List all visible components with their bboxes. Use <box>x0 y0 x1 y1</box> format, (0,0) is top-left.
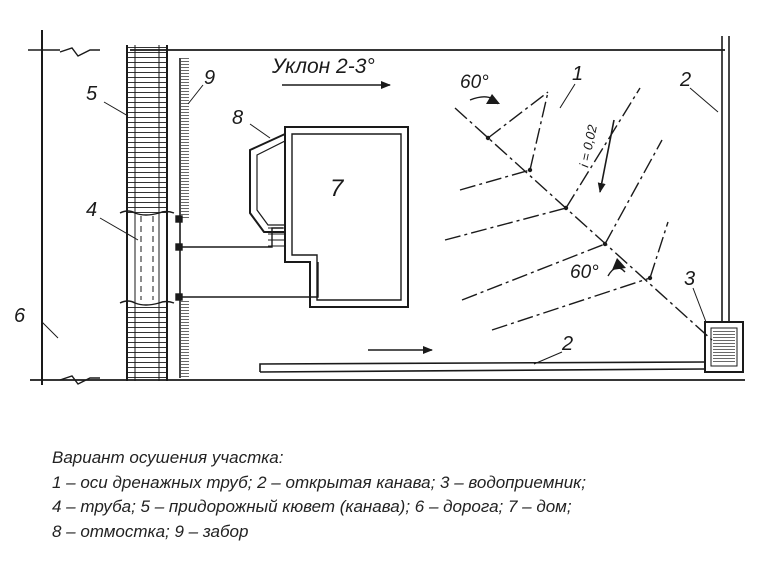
callout-road: 6 <box>14 305 26 327</box>
angle-bottom-label: 60° <box>570 262 599 283</box>
callout-pipe: 4 <box>86 199 97 221</box>
house-label: 7 <box>330 175 345 202</box>
gradient-arrow <box>597 119 615 193</box>
caption-line-1: 1 – оси дренажных труб; 2 – открытая кан… <box>52 472 586 492</box>
angle-top-label: 60° <box>460 72 489 93</box>
angle-marks <box>469 94 626 277</box>
water-receiver <box>704 321 744 373</box>
callout-roadside-ditch: 5 <box>86 83 98 105</box>
callout-ditch-bottom: 2 <box>561 333 573 355</box>
house <box>249 126 409 308</box>
caption-title: Вариант осушения участка: <box>52 448 284 467</box>
callout-ditch-right: 2 <box>679 69 691 91</box>
callout-receiver: 3 <box>684 268 695 290</box>
caption-line-2: 4 – труба; 5 – придорожный кювет (канава… <box>52 497 572 516</box>
callout-blind-area: 8 <box>232 107 243 129</box>
drainage-scheme: Уклон 2-3° i = 0,02 60° 60° 7 1 2 2 3 4 … <box>14 30 745 385</box>
pipe-connections <box>175 215 319 301</box>
roadside-ditch <box>119 45 175 381</box>
callout-drain-axes: 1 <box>572 63 583 85</box>
caption-line-3: 8 – отмостка; 9 – забор <box>52 521 249 541</box>
drain-axes <box>444 87 713 341</box>
slope-label: Уклон 2-3° <box>271 55 375 78</box>
diagram-caption: Вариант осушения участка: 1 – оси дренаж… <box>52 446 752 544</box>
break-marks <box>28 47 100 385</box>
bottom-ditch <box>259 361 706 373</box>
gradient-label: i = 0,02 <box>576 123 600 169</box>
drain-nodes <box>485 135 653 281</box>
leader-lines <box>41 83 719 365</box>
right-ditch <box>721 36 730 322</box>
callout-fence: 9 <box>204 67 215 89</box>
